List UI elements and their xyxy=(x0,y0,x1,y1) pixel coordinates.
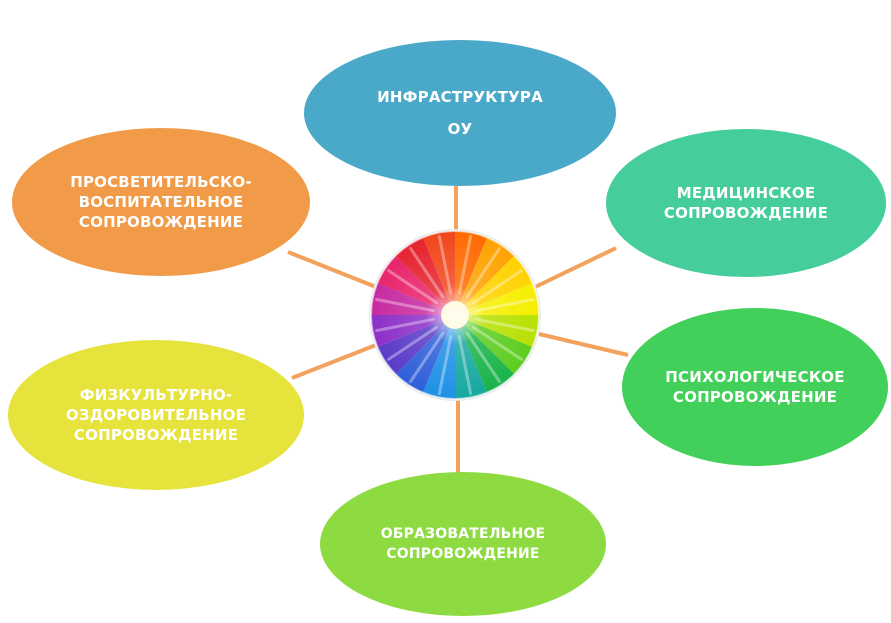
node-educational-upbringing-line-1: ПРОСВЕТИТЕЛЬСКО- xyxy=(70,173,252,191)
node-medical-line-1: МЕДИЦИНСКОЕ xyxy=(676,184,816,202)
node-educational-line-2: СОПРОВОЖДЕНИЕ xyxy=(386,546,540,562)
connectors xyxy=(287,186,629,476)
node-psychological-line-1: ПСИХОЛОГИЧЕСКОЕ xyxy=(665,368,845,386)
node-psychological: ПСИХОЛОГИЧЕСКОЕ СОПРОВОЖДЕНИЕ xyxy=(622,308,888,466)
node-infrastructure-line-2: ОУ xyxy=(447,120,473,138)
node-infrastructure: ИНФРАСТРУКТУРА ОУ xyxy=(304,40,616,186)
node-educational-line-1: ОБРАЗОВАТЕЛЬНОЕ xyxy=(380,526,546,542)
node-psychological-line-2: СОПРОВОЖДЕНИЕ xyxy=(672,388,838,406)
connector-fiz xyxy=(291,343,377,380)
node-physical-health: ФИЗКУЛЬТУРНО- ОЗДОРОВИТЕЛЬНОЕ СОПРОВОЖДЕ… xyxy=(8,340,304,490)
node-infrastructure-line-1: ИНФРАСТРУКТУРА xyxy=(377,88,543,106)
node-medical-line-2: СОПРОВОЖДЕНИЕ xyxy=(663,204,829,222)
node-medical: МЕДИЦИНСКОЕ СОПРОВОЖДЕНИЕ xyxy=(606,129,886,277)
node-educational-upbringing-line-3: СОПРОВОЖДЕНИЕ xyxy=(78,213,244,231)
node-educational-upbringing: ПРОСВЕТИТЕЛЬСКО- ВОСПИТАТЕЛЬНОЕ СОПРОВОЖ… xyxy=(12,128,310,276)
connector-med xyxy=(532,246,617,290)
node-physical-health-line-2: ОЗДОРОВИТЕЛЬНОЕ xyxy=(65,406,247,424)
connector-prosv xyxy=(287,250,377,289)
node-physical-health-line-3: СОПРОВОЖДЕНИЕ xyxy=(73,426,239,444)
color-wheel-icon xyxy=(369,229,541,401)
node-educational-upbringing-line-2: ВОСПИТАТЕЛЬНОЕ xyxy=(78,193,244,211)
node-educational: ОБРАЗОВАТЕЛЬНОЕ СОПРОВОЖДЕНИЕ xyxy=(320,472,606,616)
connector-psy xyxy=(538,332,629,357)
node-physical-health-line-1: ФИЗКУЛЬТУРНО- xyxy=(79,386,233,404)
